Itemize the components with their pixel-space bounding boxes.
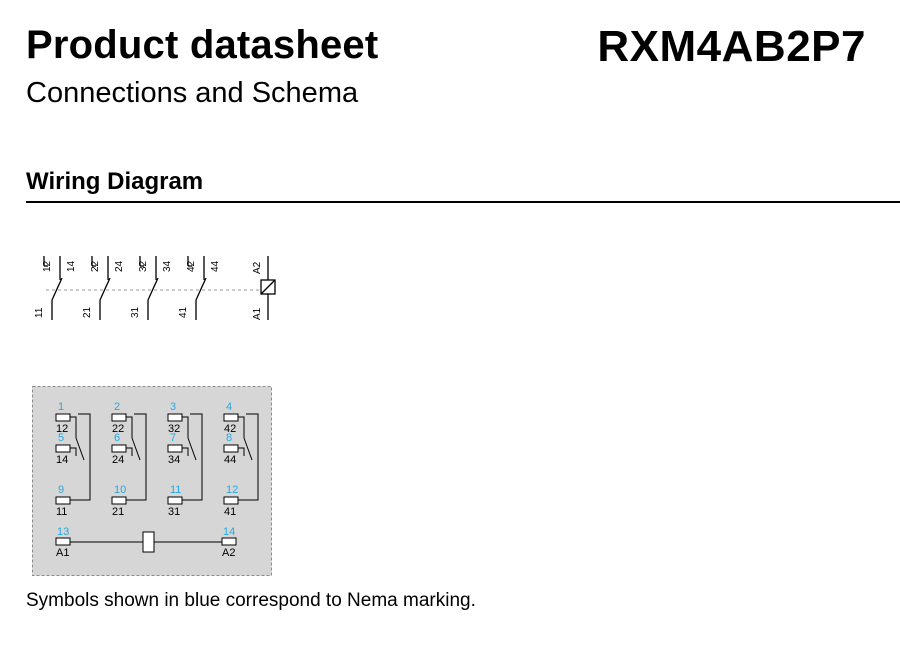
nema-label-7: 7 [170, 432, 176, 444]
terminal-34 [167, 444, 183, 453]
schematic-label-12: 12 [42, 260, 53, 272]
coil-top-label: A2 [252, 261, 263, 274]
socket-wiring-diagram: 112514911222624102133273411314428441241 … [32, 386, 272, 576]
nema-label-4: 4 [226, 401, 232, 413]
coil-left-nema-label: 13 [57, 526, 69, 538]
coil-symbol [142, 531, 155, 553]
terminal-24 [111, 444, 127, 453]
terminal-11 [55, 496, 71, 505]
terminal-31 [167, 496, 183, 505]
iec-label-32: 32 [168, 423, 180, 435]
section-title: Wiring Diagram [26, 168, 204, 195]
schematic-contact-1: 12 14 11 [34, 256, 77, 320]
wiring-column-4: 4 428 44 12 41 [223, 401, 259, 518]
schematic-label-11: 11 [34, 307, 45, 318]
nema-label-1: 1 [58, 401, 64, 413]
schematic-contact-2: 22 24 21 [82, 256, 125, 320]
iec-label-24: 24 [112, 454, 124, 466]
iec-label-34: 34 [168, 454, 180, 466]
schematic-label-34: 34 [162, 260, 173, 272]
coil-left-terminal [55, 537, 71, 546]
coil-row: 13 A1 14 A2 [55, 526, 237, 559]
coil-symbol: A2 A1 [252, 256, 276, 320]
product-code: RXM4AB2P7 [597, 22, 866, 71]
iec-label-11: 11 [56, 506, 67, 518]
relay-schematic: 12 14 11 22 24 21 32 34 31 42 44 41 A2 A1 [34, 256, 276, 320]
nema-label-5: 5 [58, 432, 64, 444]
terminal-22 [111, 413, 127, 422]
coil-bottom-label: A1 [252, 307, 263, 320]
nema-label-11: 11 [170, 484, 181, 496]
schematic-label-44: 44 [210, 260, 221, 272]
schematic-label-31: 31 [130, 306, 141, 318]
nema-label-8: 8 [226, 432, 232, 444]
coil-left-iec-label: A1 [56, 547, 69, 559]
nema-label-3: 3 [170, 401, 176, 413]
terminal-12 [55, 413, 71, 422]
schematic-label-41: 41 [178, 306, 189, 318]
coil-right-iec-label: A2 [222, 547, 235, 559]
wiring-column-1: 1 125 14 9 11 [55, 401, 91, 518]
nema-label-12: 12 [226, 484, 238, 496]
iec-label-14: 14 [56, 454, 68, 466]
nema-label-2: 2 [114, 401, 120, 413]
iec-label-22: 22 [112, 423, 124, 435]
terminal-44 [223, 444, 239, 453]
iec-label-21: 21 [112, 506, 124, 518]
nema-note: Symbols shown in blue correspond to Nema… [26, 590, 476, 611]
schematic-label-22: 22 [90, 260, 101, 272]
terminal-32 [167, 413, 183, 422]
coil-right-terminal [221, 537, 237, 546]
wiring-column-3: 3 327 34 11 31 [167, 401, 203, 518]
coil-right-nema-label: 14 [223, 526, 235, 538]
page-subtitle: Connections and Schema [26, 77, 359, 109]
terminal-41 [223, 496, 239, 505]
section-divider [26, 201, 900, 203]
terminal-42 [223, 413, 239, 422]
nema-label-10: 10 [114, 484, 126, 496]
nema-label-9: 9 [58, 484, 64, 496]
schematic-label-32: 32 [138, 260, 149, 272]
schematic-label-21: 21 [82, 306, 93, 318]
iec-label-12: 12 [56, 423, 68, 435]
iec-label-41: 41 [224, 506, 236, 518]
terminal-21 [111, 496, 127, 505]
iec-label-44: 44 [224, 454, 236, 466]
schematic-label-24: 24 [114, 260, 125, 272]
schematic-label-14: 14 [66, 260, 77, 272]
schematic-contact-3: 32 34 31 [130, 256, 173, 320]
schematic-label-42: 42 [186, 260, 197, 272]
iec-label-31: 31 [168, 506, 180, 518]
page-title: Product datasheet [26, 23, 379, 67]
iec-label-42: 42 [224, 423, 236, 435]
nema-label-6: 6 [114, 432, 120, 444]
schematic-contact-4: 42 44 41 [178, 256, 221, 320]
terminal-14 [55, 444, 71, 453]
